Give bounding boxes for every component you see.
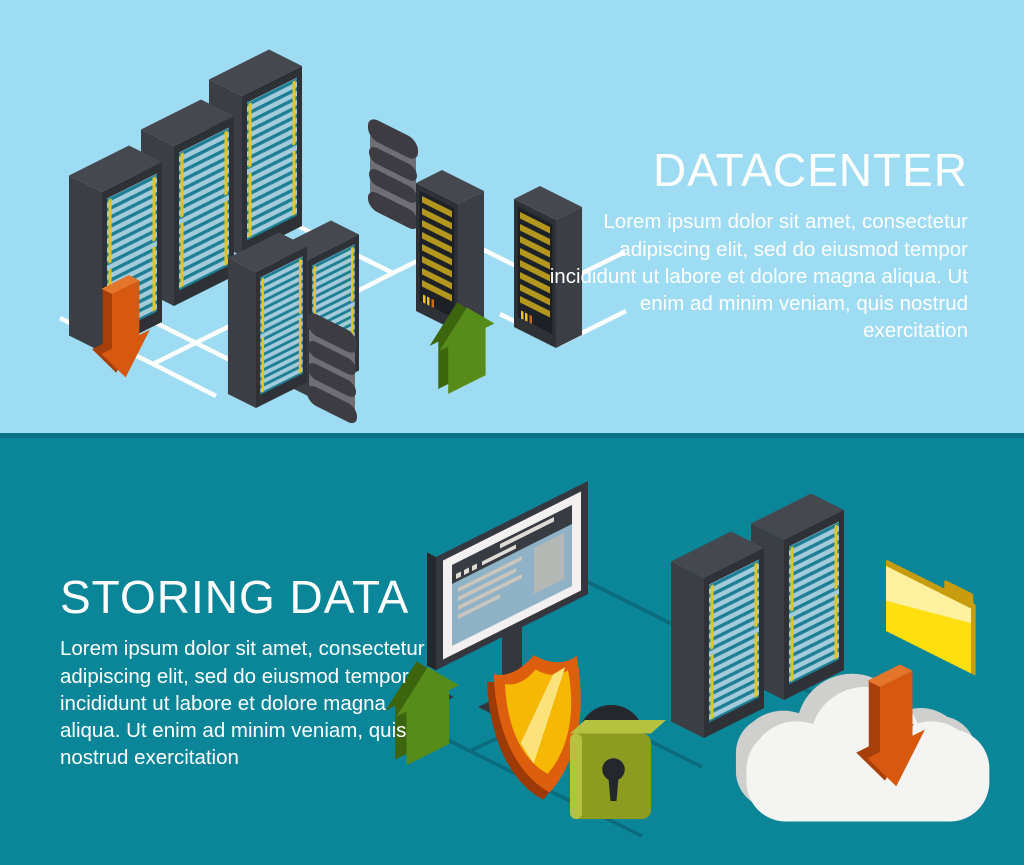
banner-divider bbox=[0, 433, 1024, 438]
database-icon bbox=[368, 115, 418, 233]
storing-data-description: Lorem ipsum dolor sit amet, consectetur … bbox=[60, 637, 425, 770]
datacenter-title: DATACENTER bbox=[653, 144, 968, 196]
server-rack-icon bbox=[751, 493, 844, 700]
cloud-icon bbox=[735, 673, 990, 822]
storing-data-title: STORING DATA bbox=[60, 571, 410, 623]
storing-data-banner: STORING DATA Lorem ipsum dolor sit amet,… bbox=[0, 433, 1024, 865]
server-tower-icon bbox=[416, 170, 484, 332]
server-rack-icon bbox=[227, 232, 307, 408]
storing-data-illustration bbox=[385, 481, 990, 838]
datacenter-text-block: DATACENTER Lorem ipsum dolor sit amet, c… bbox=[548, 146, 968, 345]
storing-data-text-block: STORING DATA Lorem ipsum dolor sit amet,… bbox=[60, 573, 440, 772]
datacenter-banner: DATACENTER Lorem ipsum dolor sit amet, c… bbox=[0, 0, 1024, 433]
datacenter-illustration bbox=[59, 49, 628, 427]
server-rack-icon bbox=[671, 531, 764, 738]
padlock-icon bbox=[570, 713, 666, 819]
datacenter-description: Lorem ipsum dolor sit amet, consectetur … bbox=[549, 210, 968, 343]
folder-icon bbox=[886, 550, 976, 676]
